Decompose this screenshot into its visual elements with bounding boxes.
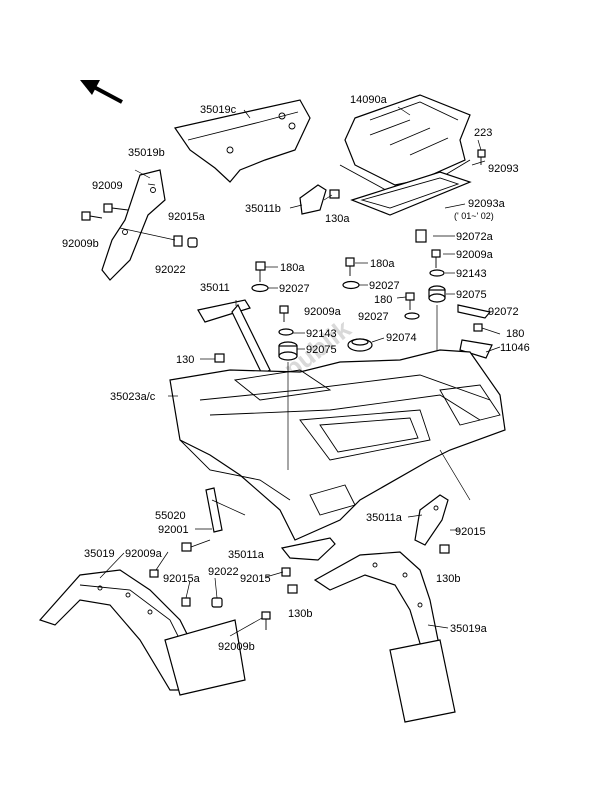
bolt-180a-left xyxy=(255,261,266,282)
label-14090a: 14090a xyxy=(350,94,388,106)
bolt-92009a-mid xyxy=(279,305,289,322)
leader-lines xyxy=(99,106,501,637)
part-35011 xyxy=(197,299,271,375)
label-92022-top: 92022 xyxy=(155,264,186,276)
label-92009a-bottom: 92009a xyxy=(125,548,163,560)
label-92093a: 92093a xyxy=(468,198,506,210)
bolt-92009a-bottom xyxy=(149,569,159,578)
label-92143-mid: 92143 xyxy=(306,328,337,340)
label-35011b: 35011b xyxy=(245,203,281,215)
part-35023ac xyxy=(169,349,506,541)
label-180-right: 180 xyxy=(506,328,524,340)
label-11046: 11046 xyxy=(500,342,530,354)
bolt-180a-mid xyxy=(345,257,355,276)
part-35011b xyxy=(299,184,327,215)
bolt-180-mid xyxy=(405,292,415,310)
part-35011a-left xyxy=(280,537,336,561)
washer-92143-right xyxy=(429,269,445,277)
collar-92022 xyxy=(173,235,183,247)
bolt-130b-bottom xyxy=(287,584,298,594)
part-35019c xyxy=(174,99,311,183)
label-92022-bottom: 92022 xyxy=(208,566,239,578)
part-35019b xyxy=(101,169,166,281)
part-labels: 35019c 14090a 223 92093 35019b 92009 920… xyxy=(62,94,530,653)
collar-92022-bottom xyxy=(211,597,223,608)
clip-92072a xyxy=(415,229,427,243)
label-92001: 92001 xyxy=(158,524,189,536)
label-92075-right: 92075 xyxy=(456,289,487,301)
label-180a-2: 180a xyxy=(370,258,395,270)
label-35019c: 35019c xyxy=(200,104,237,116)
label-92075-mid: 92075 xyxy=(306,344,337,356)
label-92093a-note: (' 01~' 02) xyxy=(454,211,494,221)
bolt-92009b xyxy=(81,211,103,221)
label-92015: 92015 xyxy=(455,526,486,538)
grommet-92015a xyxy=(187,237,198,248)
washer-92027-left xyxy=(251,283,269,293)
bolt-180-right xyxy=(473,323,483,332)
label-130b-bottom: 130b xyxy=(288,608,312,620)
part-35011a-right xyxy=(414,494,449,546)
part-55020 xyxy=(205,487,223,533)
label-92074: 92074 xyxy=(386,332,417,344)
label-180a-1: 180a xyxy=(280,262,305,274)
label-92015-bottom: 92015 xyxy=(240,573,271,585)
bolt-223 xyxy=(477,149,486,165)
label-35011: 35011 xyxy=(200,282,230,294)
label-92093: 92093 xyxy=(488,163,519,175)
label-92015a-bottom: 92015a xyxy=(163,573,201,585)
label-92015a-top: 92015a xyxy=(168,211,206,223)
label-92027-3: 92027 xyxy=(358,311,389,323)
part-35019a xyxy=(313,551,456,723)
label-55020: 55020 xyxy=(155,510,186,522)
grommet-92015-bottom xyxy=(281,567,291,577)
label-92027-2: 92027 xyxy=(369,280,400,292)
label-92009a-mid: 92009a xyxy=(304,306,342,318)
label-92009b-top: 92009b xyxy=(62,238,99,250)
gasket-92093a xyxy=(350,171,472,216)
label-35019b: 35019b xyxy=(128,147,165,159)
grommet-92015a-bottom xyxy=(181,597,191,607)
damper-92075-mid xyxy=(278,341,298,361)
bolt-92009b-bottom xyxy=(261,611,271,630)
label-35011a-left: 35011a xyxy=(228,549,265,561)
orientation-arrow-icon xyxy=(80,80,123,104)
label-35019a: 35019a xyxy=(450,623,488,635)
label-92072: 92072 xyxy=(488,306,519,318)
bolt-92009a-right xyxy=(431,249,441,268)
label-92027-1: 92027 xyxy=(279,283,310,295)
bolt-92001 xyxy=(181,539,211,552)
label-92009a-right: 92009a xyxy=(456,249,494,261)
label-180-mid: 180 xyxy=(374,294,392,306)
part-35019 xyxy=(38,569,246,696)
label-35011a-right: 35011a xyxy=(366,512,403,524)
label-92009: 92009 xyxy=(92,180,123,192)
label-92009b-bottom: 92009b xyxy=(218,641,255,653)
washer-92027-right xyxy=(404,312,420,320)
bolt-130a xyxy=(329,189,340,199)
label-92143-right: 92143 xyxy=(456,268,487,280)
bracket-11046 xyxy=(459,339,493,359)
washer-92143-mid xyxy=(278,328,294,336)
label-92072a: 92072a xyxy=(456,231,494,243)
washer-92027-mid xyxy=(342,280,360,290)
label-130: 130 xyxy=(176,354,194,366)
label-130a: 130a xyxy=(325,213,350,225)
bolt-92009 xyxy=(103,203,129,213)
bolt-130b-right xyxy=(439,544,450,554)
bolt-130 xyxy=(214,353,225,363)
label-130b-right: 130b xyxy=(436,573,460,585)
clip-92072 xyxy=(457,304,492,319)
cap-92074 xyxy=(347,338,373,352)
damper-92075-right xyxy=(428,285,446,303)
label-223: 223 xyxy=(474,127,492,139)
label-35019: 35019 xyxy=(84,548,115,560)
label-35023ac: 35023a/c xyxy=(110,391,156,403)
